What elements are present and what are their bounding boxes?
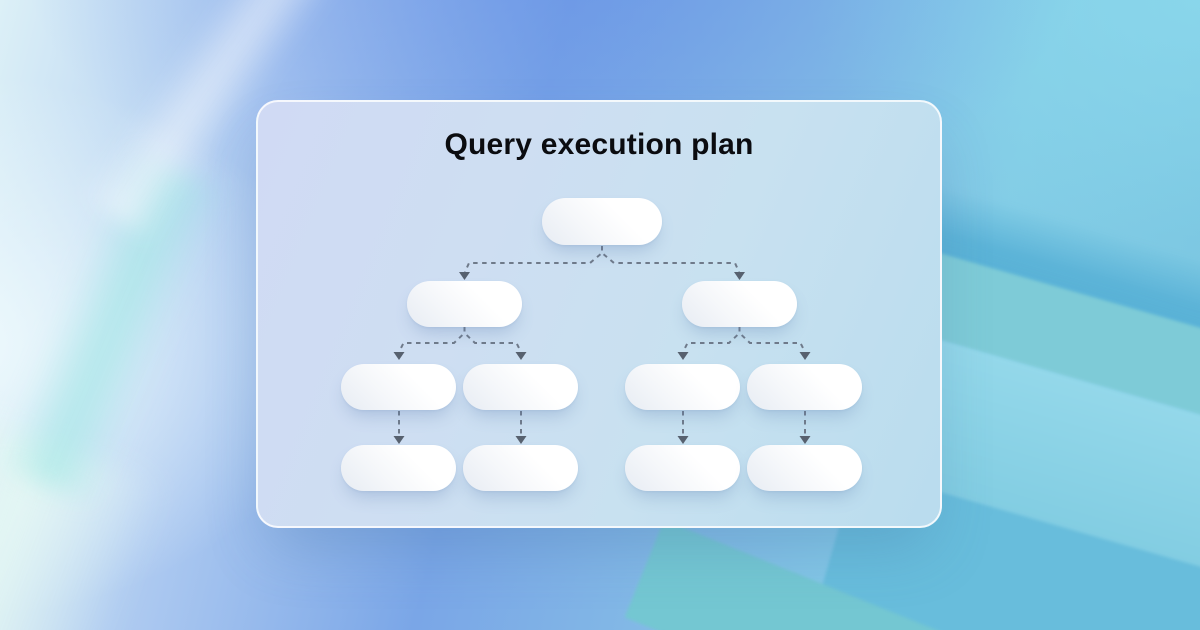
tree-node-level2-left [407,281,522,327]
tree-node-level2-right [682,281,797,327]
tree-node-level4-2 [463,445,578,491]
connector-lines [393,246,811,444]
glass-card: Query execution plan [256,100,942,528]
page-title: Query execution plan [444,128,754,161]
tree-node-level3-1 [341,364,456,410]
query-plan-tree [258,102,940,526]
tree-node-level4-4 [747,445,862,491]
tree-node-level3-2 [463,364,578,410]
tree-node-level4-3 [625,445,740,491]
tree-node-level3-4 [747,364,862,410]
tree-node-root [542,198,662,245]
tree-node-level3-3 [625,364,740,410]
tree-node-level4-1 [341,445,456,491]
